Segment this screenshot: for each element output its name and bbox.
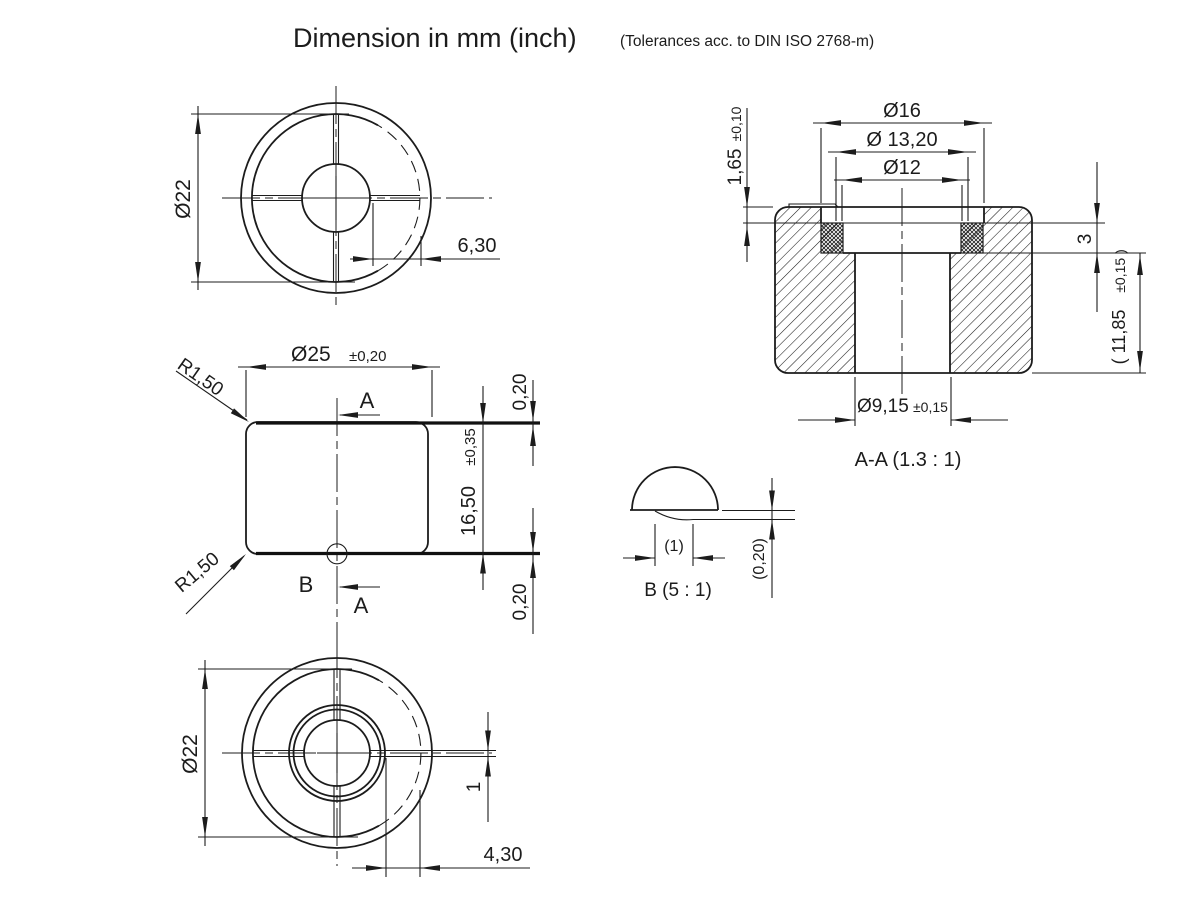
front-view: A A B R1,50 R1,50 Ø25 ±0,20	[171, 343, 540, 646]
bottom-view: Ø22 1 4,30	[179, 640, 530, 877]
dim-height-tolerance: ±0,35	[462, 428, 479, 465]
outer-diameter-circle	[241, 657, 433, 849]
section-arrow-bottom-label: A	[354, 593, 369, 618]
dim-bore-length-tolerance: ±0,15 )	[1112, 249, 1128, 292]
dim-d13-2-label: Ø 13,20	[866, 129, 937, 151]
dim-lip-height	[743, 108, 773, 262]
dim-top-diameter-label: Ø22	[172, 179, 195, 219]
seal-insert-right	[960, 222, 984, 254]
end-face-circle-dashed	[377, 124, 421, 272]
corner-radius-top-label: R1,50	[173, 354, 227, 400]
center-crosshair	[314, 176, 358, 220]
end-face-circle-dashed	[378, 679, 422, 827]
dim-detail-width-label: (1)	[664, 538, 684, 555]
dim-hole-diameter-label: Ø9,15	[857, 396, 909, 417]
recess-circle-outer	[288, 704, 386, 802]
dim-crown-bottom	[530, 508, 536, 634]
dim-bore-length	[1137, 253, 1143, 373]
dim-outer-diameter-label: Ø25	[291, 343, 331, 366]
dim-recess-depth	[1094, 162, 1100, 312]
dim-height-label: 16,50	[458, 486, 480, 536]
dim-slot-offset	[350, 203, 500, 266]
section-arrow-top	[338, 412, 380, 418]
section-arrow-bottom	[338, 584, 380, 590]
recess-circle-inner	[292, 708, 382, 798]
dim-crown-top	[530, 380, 536, 466]
dim-rib-width-label: 1	[464, 782, 485, 793]
dim-crown-top-label: 0,20	[510, 374, 531, 411]
section-caption: A-A (1.3 : 1)	[855, 449, 962, 471]
dim-d13-2	[828, 149, 976, 221]
corner-radius-bottom-callout: R1,50	[171, 548, 249, 615]
dim-d16-label: Ø16	[883, 100, 921, 122]
dim-bottom-diameter	[198, 660, 358, 846]
dim-detail-width	[623, 524, 725, 566]
dim-rib-width	[485, 712, 491, 822]
detail-caption: B (5 : 1)	[644, 580, 712, 601]
outer-diameter-circle	[240, 102, 432, 294]
dim-offset-label: 4,30	[484, 844, 523, 866]
dim-d12	[834, 177, 970, 221]
body-outline	[774, 206, 1033, 374]
center-hole-circle	[301, 163, 371, 233]
dim-bore-length-label: ( 11,85	[1109, 310, 1129, 365]
section-view: Ø16 Ø 13,20 Ø12 1,65 ±0,10	[725, 100, 1146, 471]
dim-slot-offset-label: 6,30	[458, 235, 497, 257]
dim-offset	[352, 758, 530, 877]
seal-insert-left	[820, 222, 844, 254]
dim-crown-bottom-label: 0,20	[510, 584, 531, 621]
dim-top-diameter	[191, 106, 355, 290]
dim-detail-crown-label: (0,20)	[751, 538, 768, 580]
top-view: Ø22 6,30	[172, 86, 500, 310]
end-face-circle-solid	[252, 668, 380, 838]
dim-outer-diameter-tolerance: ±0,20	[349, 348, 386, 365]
title-block: Dimension in mm (inch) (Tolerances acc. …	[293, 23, 874, 53]
rib-slots	[252, 114, 420, 282]
dim-lip-height-tolerance: ±0,10	[728, 106, 744, 141]
rib-slots	[253, 669, 496, 837]
center-hole-circle	[303, 719, 371, 787]
dim-recess-depth-label: 3	[1075, 234, 1096, 245]
dim-hole-diameter-tolerance: ±0,15	[913, 399, 948, 415]
dim-height	[480, 386, 486, 590]
dim-bottom-diameter-label: Ø22	[179, 734, 202, 774]
dim-d12-label: Ø12	[883, 157, 921, 179]
detail-b-marker-circle	[326, 543, 348, 565]
detail-view-b: (1) (0,20) B (5 : 1)	[623, 466, 795, 601]
dim-hole-diameter	[798, 377, 1008, 426]
dim-detail-crown	[769, 478, 775, 598]
page-title: Dimension in mm (inch)	[293, 23, 577, 53]
corner-radius-top-callout: R1,50	[173, 354, 251, 425]
dim-d16	[813, 120, 992, 203]
corner-radius-bottom-label: R1,50	[171, 548, 223, 597]
center-crosshair	[317, 733, 357, 773]
section-arrow-top-label: A	[360, 388, 375, 413]
end-face-circle-solid	[251, 113, 379, 283]
page-title-tolerance-note: (Tolerances acc. to DIN ISO 2768-m)	[620, 33, 874, 50]
dome-profile	[631, 466, 719, 511]
crown-blend-arc	[654, 510, 694, 521]
dim-outer-diameter	[238, 364, 440, 417]
detail-b-marker-label: B	[299, 572, 314, 597]
dim-lip-height-label: 1,65	[725, 149, 746, 186]
